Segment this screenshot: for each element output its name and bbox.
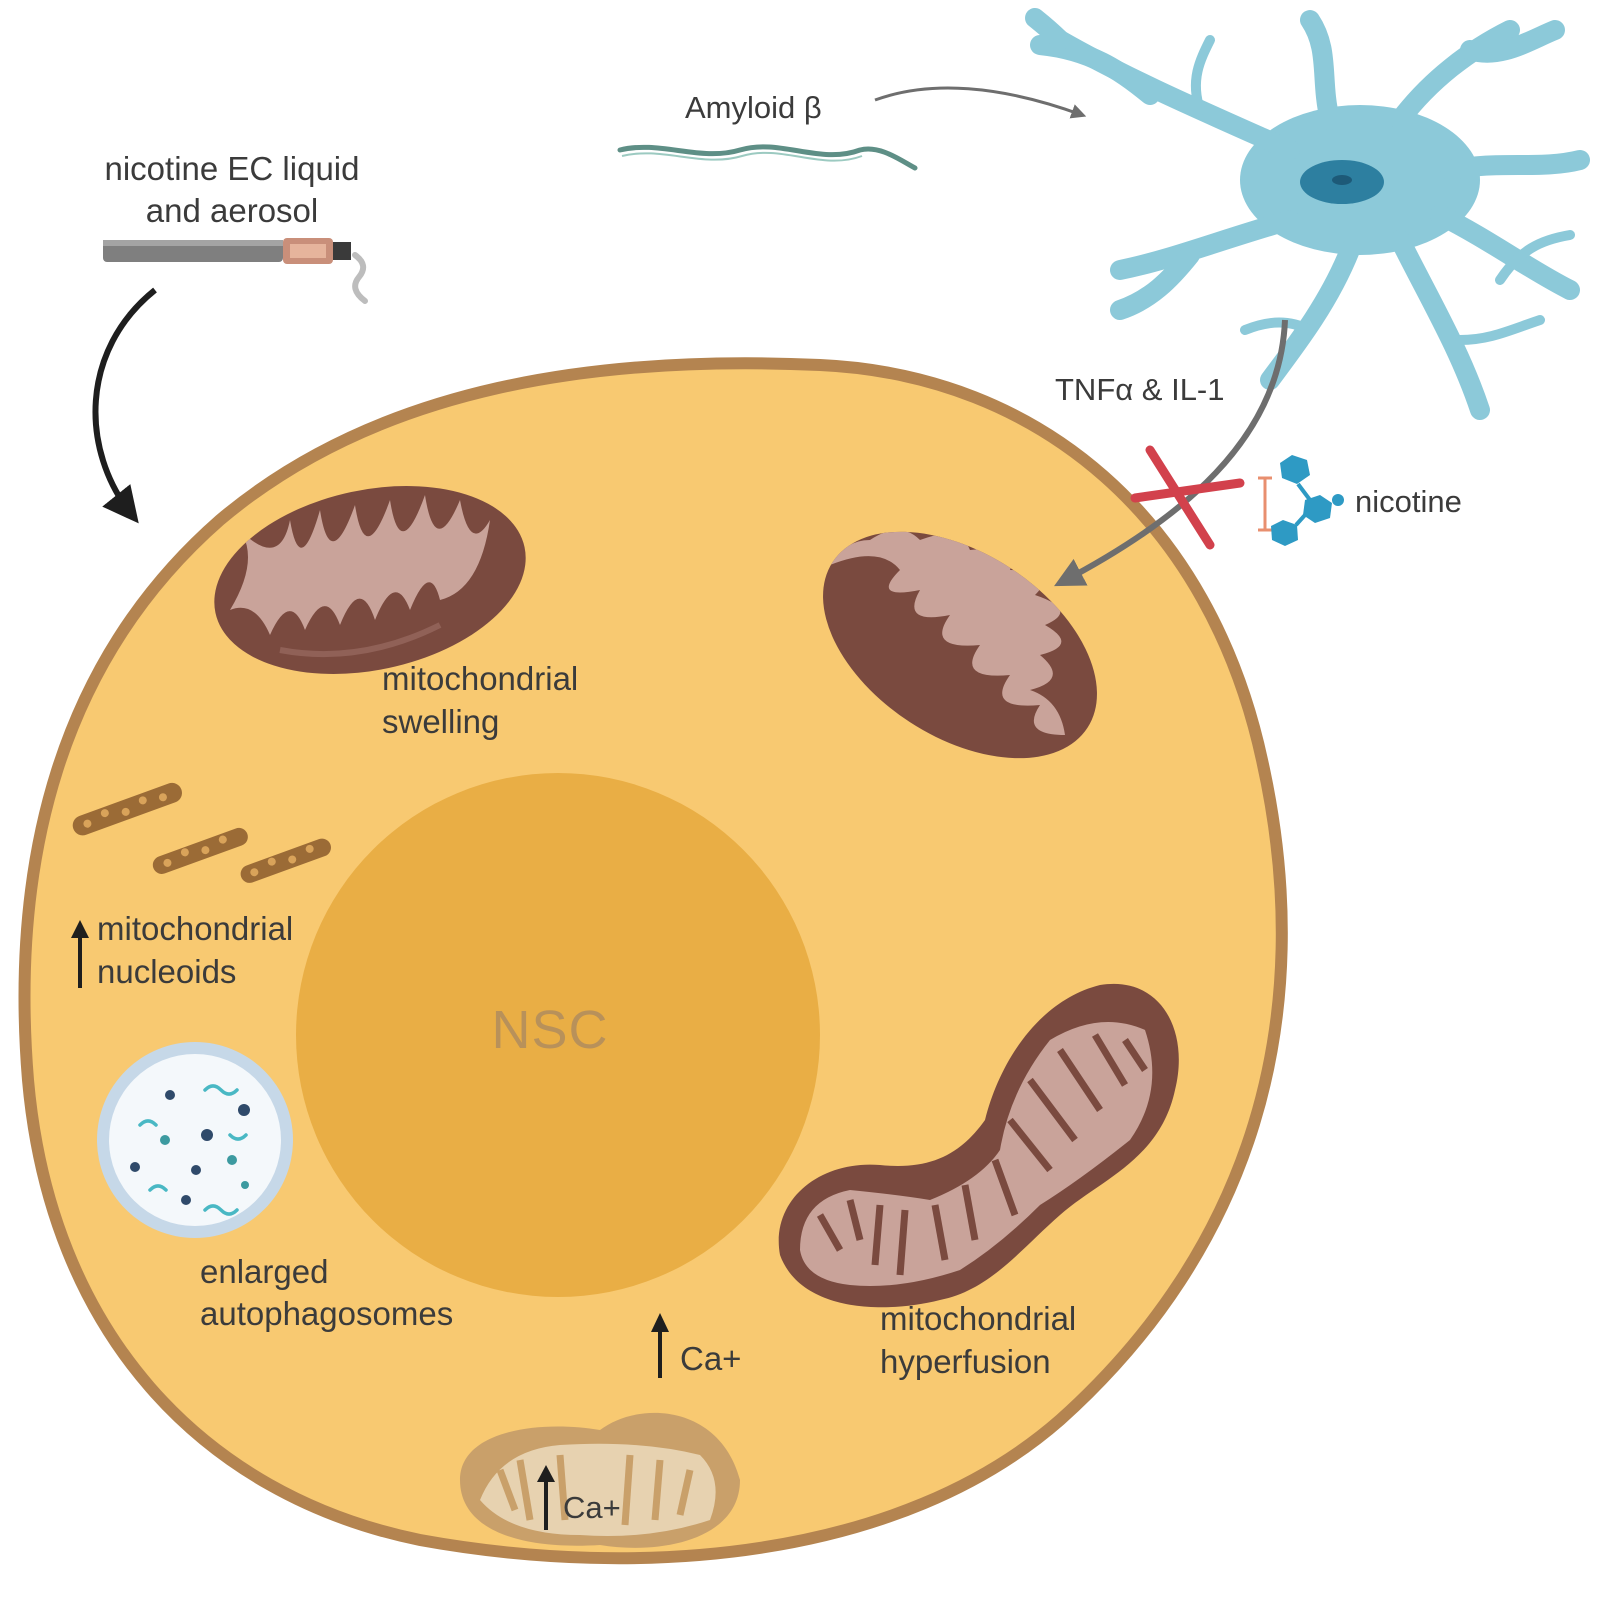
- nicotine-label: nicotine: [1355, 484, 1462, 519]
- mitochondrion-hyperfusion-icon: [778, 983, 1179, 1308]
- cytokines-to-cell-arrow: [1054, 319, 1288, 587]
- autophago-label-2: autophagosomes: [200, 1295, 453, 1332]
- mitochondrion-calcium-icon: [460, 1412, 740, 1548]
- ec-label-1: nicotine EC liquid: [105, 150, 360, 187]
- swelling-label-1: mitochondrial: [382, 660, 578, 697]
- mitochondrion-icon: [823, 530, 1097, 759]
- ec-to-cell-arrow: [92, 287, 157, 524]
- nicotine-molecule-icon: [1258, 455, 1344, 546]
- up-arrow-icon: [71, 920, 89, 988]
- autophago-label-1: enlarged: [200, 1253, 328, 1290]
- nucleoid-icon: [72, 782, 331, 883]
- swelling-label-2: swelling: [382, 703, 499, 740]
- amyloid-label: Amyloid β: [685, 90, 822, 125]
- hyperfusion-label-2: hyperfusion: [880, 1343, 1051, 1380]
- amyloid-fibril-icon: [617, 144, 918, 171]
- hyperfusion-label-1: mitochondrial: [880, 1300, 1076, 1337]
- mito-calcium-label: Ca+: [563, 1490, 621, 1525]
- ec-label-2: and aerosol: [146, 192, 318, 229]
- up-arrow-icon: [537, 1465, 555, 1530]
- cytokines-label: TNFα & IL-1: [1055, 372, 1225, 407]
- nsc-label: NSC: [491, 1000, 608, 1060]
- up-arrow-icon: [651, 1313, 669, 1378]
- nucleoids-label-1: mitochondrial: [97, 910, 293, 947]
- inhibition-x-icon: [1130, 445, 1245, 550]
- e-cigarette-icon: [103, 238, 368, 304]
- mitochondrion-swelling-icon: [214, 486, 526, 674]
- autophagosome-icon: [97, 1042, 293, 1238]
- nucleoids-label-2: nucleoids: [97, 953, 236, 990]
- nucleus: [296, 773, 820, 1297]
- neuron-icon: [1025, 8, 1590, 420]
- amyloid-to-neuron-arrow: [874, 86, 1087, 119]
- nucleus-calcium-label: Ca+: [680, 1340, 741, 1377]
